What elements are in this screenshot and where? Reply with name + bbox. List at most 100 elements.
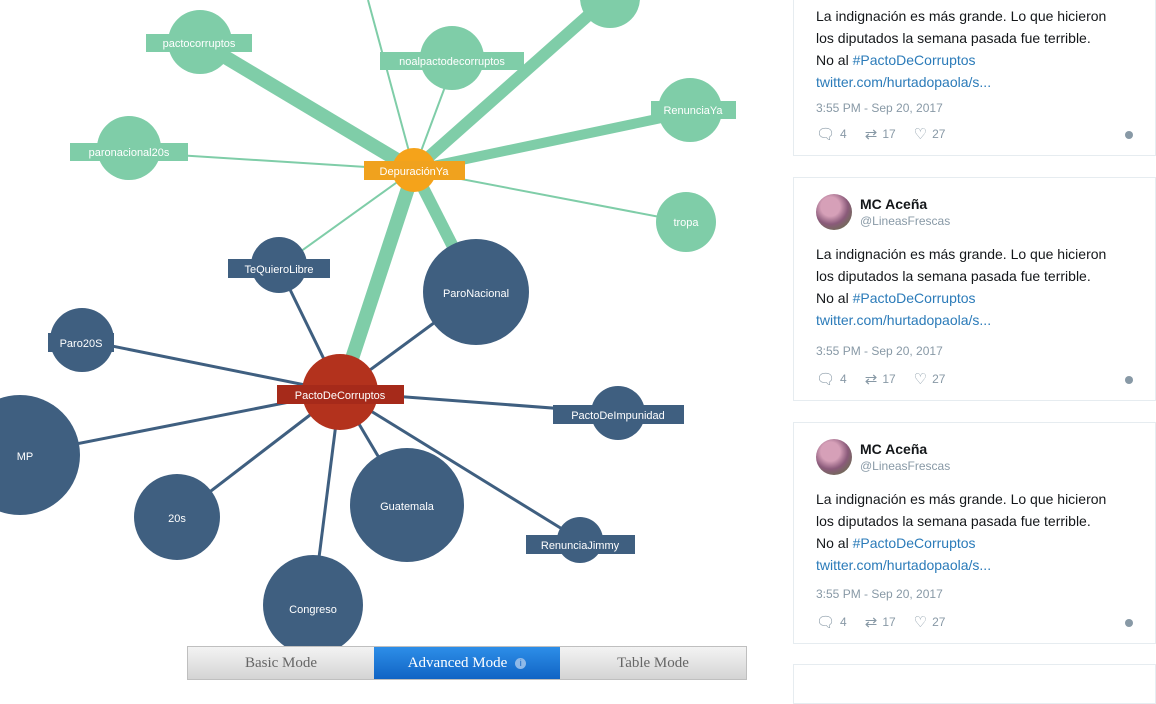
author-name[interactable]: MC Aceña <box>860 196 928 212</box>
info-icon[interactable] <box>1125 376 1133 384</box>
node-top-partial[interactable] <box>580 0 640 28</box>
tweet-url-link[interactable]: twitter.com/hurtadopaola/s... <box>816 557 992 573</box>
label-paronacional: ParoNacional <box>443 288 509 300</box>
tweet-url-link[interactable]: twitter.com/hurtadopaola/s... <box>816 74 992 90</box>
reply-icon: 🗨︎ <box>816 126 836 143</box>
tweet-feed[interactable]: La indignación es más grande. Lo que hic… <box>793 0 1156 704</box>
like-count: 27 <box>932 372 946 386</box>
label-congreso: Congreso <box>289 604 337 616</box>
tweet-card[interactable] <box>793 664 1156 704</box>
tweet-text-line: La indignación es más grande. Lo que hic… <box>816 491 1107 507</box>
label-renunciaya: RenunciaYa <box>663 105 723 117</box>
label-bg <box>277 385 404 404</box>
tweet-text-line: No al #PactoDeCorruptos <box>816 287 1156 309</box>
table-mode-button[interactable]: Table Mode <box>560 647 746 679</box>
tweet-actions: 🗨︎ 4 ⇄ 17 ♡ 27 <box>816 125 963 143</box>
like-button[interactable]: ♡ 27 <box>914 125 946 143</box>
label-bg <box>553 405 684 424</box>
hashtag-link[interactable]: #PactoDeCorruptos <box>852 535 976 551</box>
retweet-count: 17 <box>882 127 896 141</box>
avatar[interactable] <box>816 194 852 230</box>
label-bg <box>228 259 330 278</box>
info-icon[interactable] <box>1125 619 1133 627</box>
graph-canvas[interactable]: pactocorruptos noalpactodecorruptos Renu… <box>0 0 765 684</box>
tweet-text-line: La indignación es más grande. Lo que hic… <box>816 8 1107 24</box>
hashtag-network-graph[interactable]: pactocorruptos noalpactodecorruptos Renu… <box>0 0 765 684</box>
label-20s: 20s <box>168 513 186 525</box>
node-20s[interactable] <box>134 474 220 560</box>
like-count: 27 <box>932 615 946 629</box>
info-icon[interactable] <box>1125 131 1133 139</box>
label-noalpactodecorruptos: noalpactodecorruptos <box>399 56 505 68</box>
like-button[interactable]: ♡ 27 <box>914 370 946 388</box>
edge <box>410 0 604 175</box>
label-bg <box>526 535 635 554</box>
table-mode-label: Table Mode <box>617 654 689 671</box>
author-handle[interactable]: @LineasFrescas <box>860 214 951 228</box>
author-handle[interactable]: @LineasFrescas <box>860 459 951 473</box>
tweet-timestamp[interactable]: 3:55 PM - Sep 20, 2017 <box>816 587 943 601</box>
label-pactodecorruptos: PactoDeCorruptos <box>295 390 386 402</box>
retweet-count: 17 <box>882 372 896 386</box>
tweet-card[interactable]: MC Aceña @LineasFrescas La indignación e… <box>793 422 1156 644</box>
reply-count: 4 <box>840 372 847 386</box>
retweet-button[interactable]: ⇄ 17 <box>865 370 896 388</box>
heart-icon: ♡ <box>913 126 928 143</box>
tweet-actions: 🗨︎4 ⇄ 17 ♡27 <box>816 613 963 631</box>
hashtag-link[interactable]: #PactoDeCorruptos <box>852 290 976 306</box>
label-mp: MP <box>17 451 34 463</box>
tweet-text-line: No al #PactoDeCorruptos <box>816 49 1156 71</box>
tweet-card[interactable]: La indignación es más grande. Lo que hic… <box>793 0 1156 156</box>
tweet-author[interactable]: MC Aceña @LineasFrescas <box>816 194 950 230</box>
edge <box>339 390 581 542</box>
tweet-author[interactable]: MC Aceña @LineasFrescas <box>816 439 950 475</box>
reply-button[interactable]: 🗨︎4 <box>816 613 847 631</box>
node-guatemala[interactable] <box>350 448 464 562</box>
hashtag-link[interactable]: #PactoDeCorruptos <box>852 52 976 68</box>
label-paronacional20s: paronacional20s <box>89 147 170 159</box>
basic-mode-button[interactable]: Basic Mode <box>188 647 374 679</box>
tweet-url-link[interactable]: twitter.com/hurtadopaola/s... <box>816 312 992 328</box>
tweet-card[interactable]: MC Aceña @LineasFrescas La indignación e… <box>793 177 1156 401</box>
tweet-text-line: La indignación es más grande. Lo que hic… <box>816 246 1107 262</box>
retweet-icon: ⇄ <box>864 614 878 631</box>
tweet-timestamp[interactable]: 3:55 PM - Sep 20, 2017 <box>816 101 943 115</box>
retweet-count: 17 <box>882 615 896 629</box>
retweet-icon: ⇄ <box>864 126 878 143</box>
node-mp[interactable] <box>0 395 80 515</box>
node-congreso[interactable] <box>263 555 363 655</box>
avatar[interactable] <box>816 439 852 475</box>
tweet-timestamp[interactable]: 3:55 PM - Sep 20, 2017 <box>816 344 943 358</box>
node-paronacional[interactable] <box>423 239 529 345</box>
label-renunciajimmy: RenunciaJimmy <box>541 540 620 552</box>
tweet-actions: 🗨︎ 4 ⇄ 17 ♡ 27 <box>816 370 963 388</box>
advanced-mode-label: Advanced Mode <box>407 654 508 671</box>
label-bg <box>70 143 188 161</box>
retweet-button[interactable]: ⇄ 17 <box>865 125 896 143</box>
retweet-icon: ⇄ <box>864 371 878 388</box>
tweet-text-prefix: No al <box>816 535 853 551</box>
label-tropa: tropa <box>673 217 699 229</box>
like-button[interactable]: ♡27 <box>914 613 946 631</box>
reply-button[interactable]: 🗨︎ 4 <box>816 370 847 388</box>
tweet-text: La indignación es más grande. Lo que hic… <box>816 243 1156 331</box>
advanced-mode-button[interactable]: Advanced Mode i <box>374 647 560 679</box>
edge <box>196 35 418 177</box>
tweet-text: La indignación es más grande. Lo que hic… <box>816 5 1156 93</box>
retweet-button[interactable]: ⇄ 17 <box>865 613 896 631</box>
node-tropa[interactable] <box>656 192 716 252</box>
heart-icon: ♡ <box>913 371 928 388</box>
reply-button[interactable]: 🗨︎ 4 <box>816 125 847 143</box>
author-name[interactable]: MC Aceña <box>860 441 928 457</box>
basic-mode-label: Basic Mode <box>244 654 318 671</box>
label-bg <box>651 101 736 119</box>
like-count: 27 <box>932 127 946 141</box>
label-bg <box>364 161 465 180</box>
label-depuracionya: DepuraciónYa <box>380 166 450 178</box>
reply-icon: 🗨︎ <box>816 371 836 388</box>
label-tequierolibre: TeQuieroLibre <box>244 264 313 276</box>
mode-switcher: Basic Mode Advanced Mode i Table Mode <box>187 646 747 680</box>
label-pactodeimpunidad: PactoDeImpunidad <box>571 410 665 422</box>
info-icon[interactable]: i <box>515 657 527 669</box>
reply-count: 4 <box>840 127 847 141</box>
